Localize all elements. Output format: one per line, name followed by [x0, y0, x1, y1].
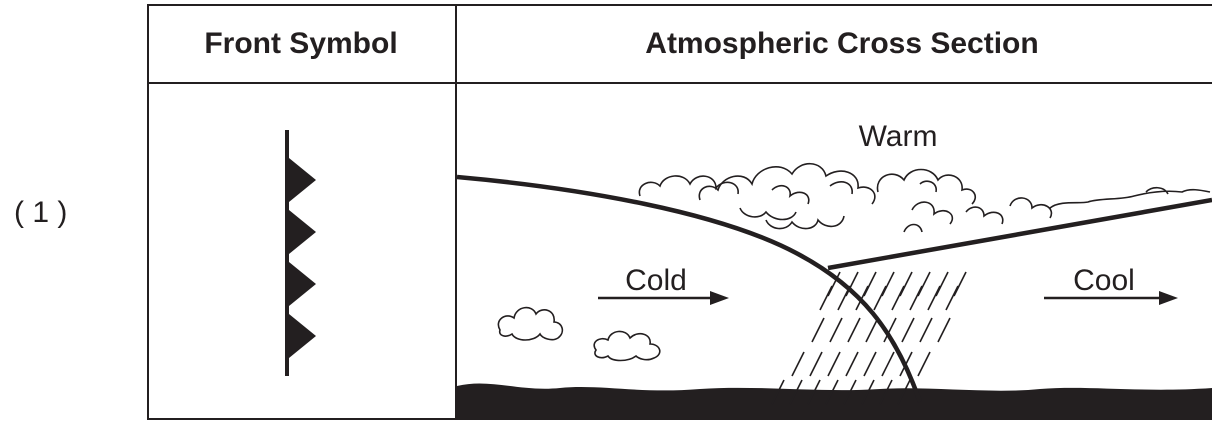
- choice-label: ( 1 ): [14, 196, 68, 229]
- cold-front-boundary: [457, 174, 923, 403]
- cross-section-header: Atmospheric Cross Section: [645, 27, 1039, 60]
- column-divider: [455, 4, 457, 420]
- cool-label: Cool: [1073, 264, 1135, 297]
- rain-streaks: [771, 267, 985, 405]
- front-triangle: [289, 262, 316, 306]
- warm-label: Warm: [859, 120, 938, 153]
- header-divider: [147, 82, 1212, 84]
- front-triangle: [289, 210, 316, 254]
- warm-cool-boundary: [827, 197, 1212, 271]
- front-triangle: [289, 314, 316, 358]
- front-triangle: [289, 158, 316, 202]
- ground: [457, 383, 1212, 420]
- small-cloud: [497, 306, 564, 341]
- small-cloud: [593, 330, 661, 362]
- front-symbol: [285, 130, 316, 376]
- cold-arrow: [598, 291, 729, 305]
- cool-arrow: [1044, 291, 1178, 305]
- front-symbol-header: Front Symbol: [204, 27, 398, 60]
- cloud-band: [638, 162, 1211, 233]
- cold-label: Cold: [625, 264, 687, 297]
